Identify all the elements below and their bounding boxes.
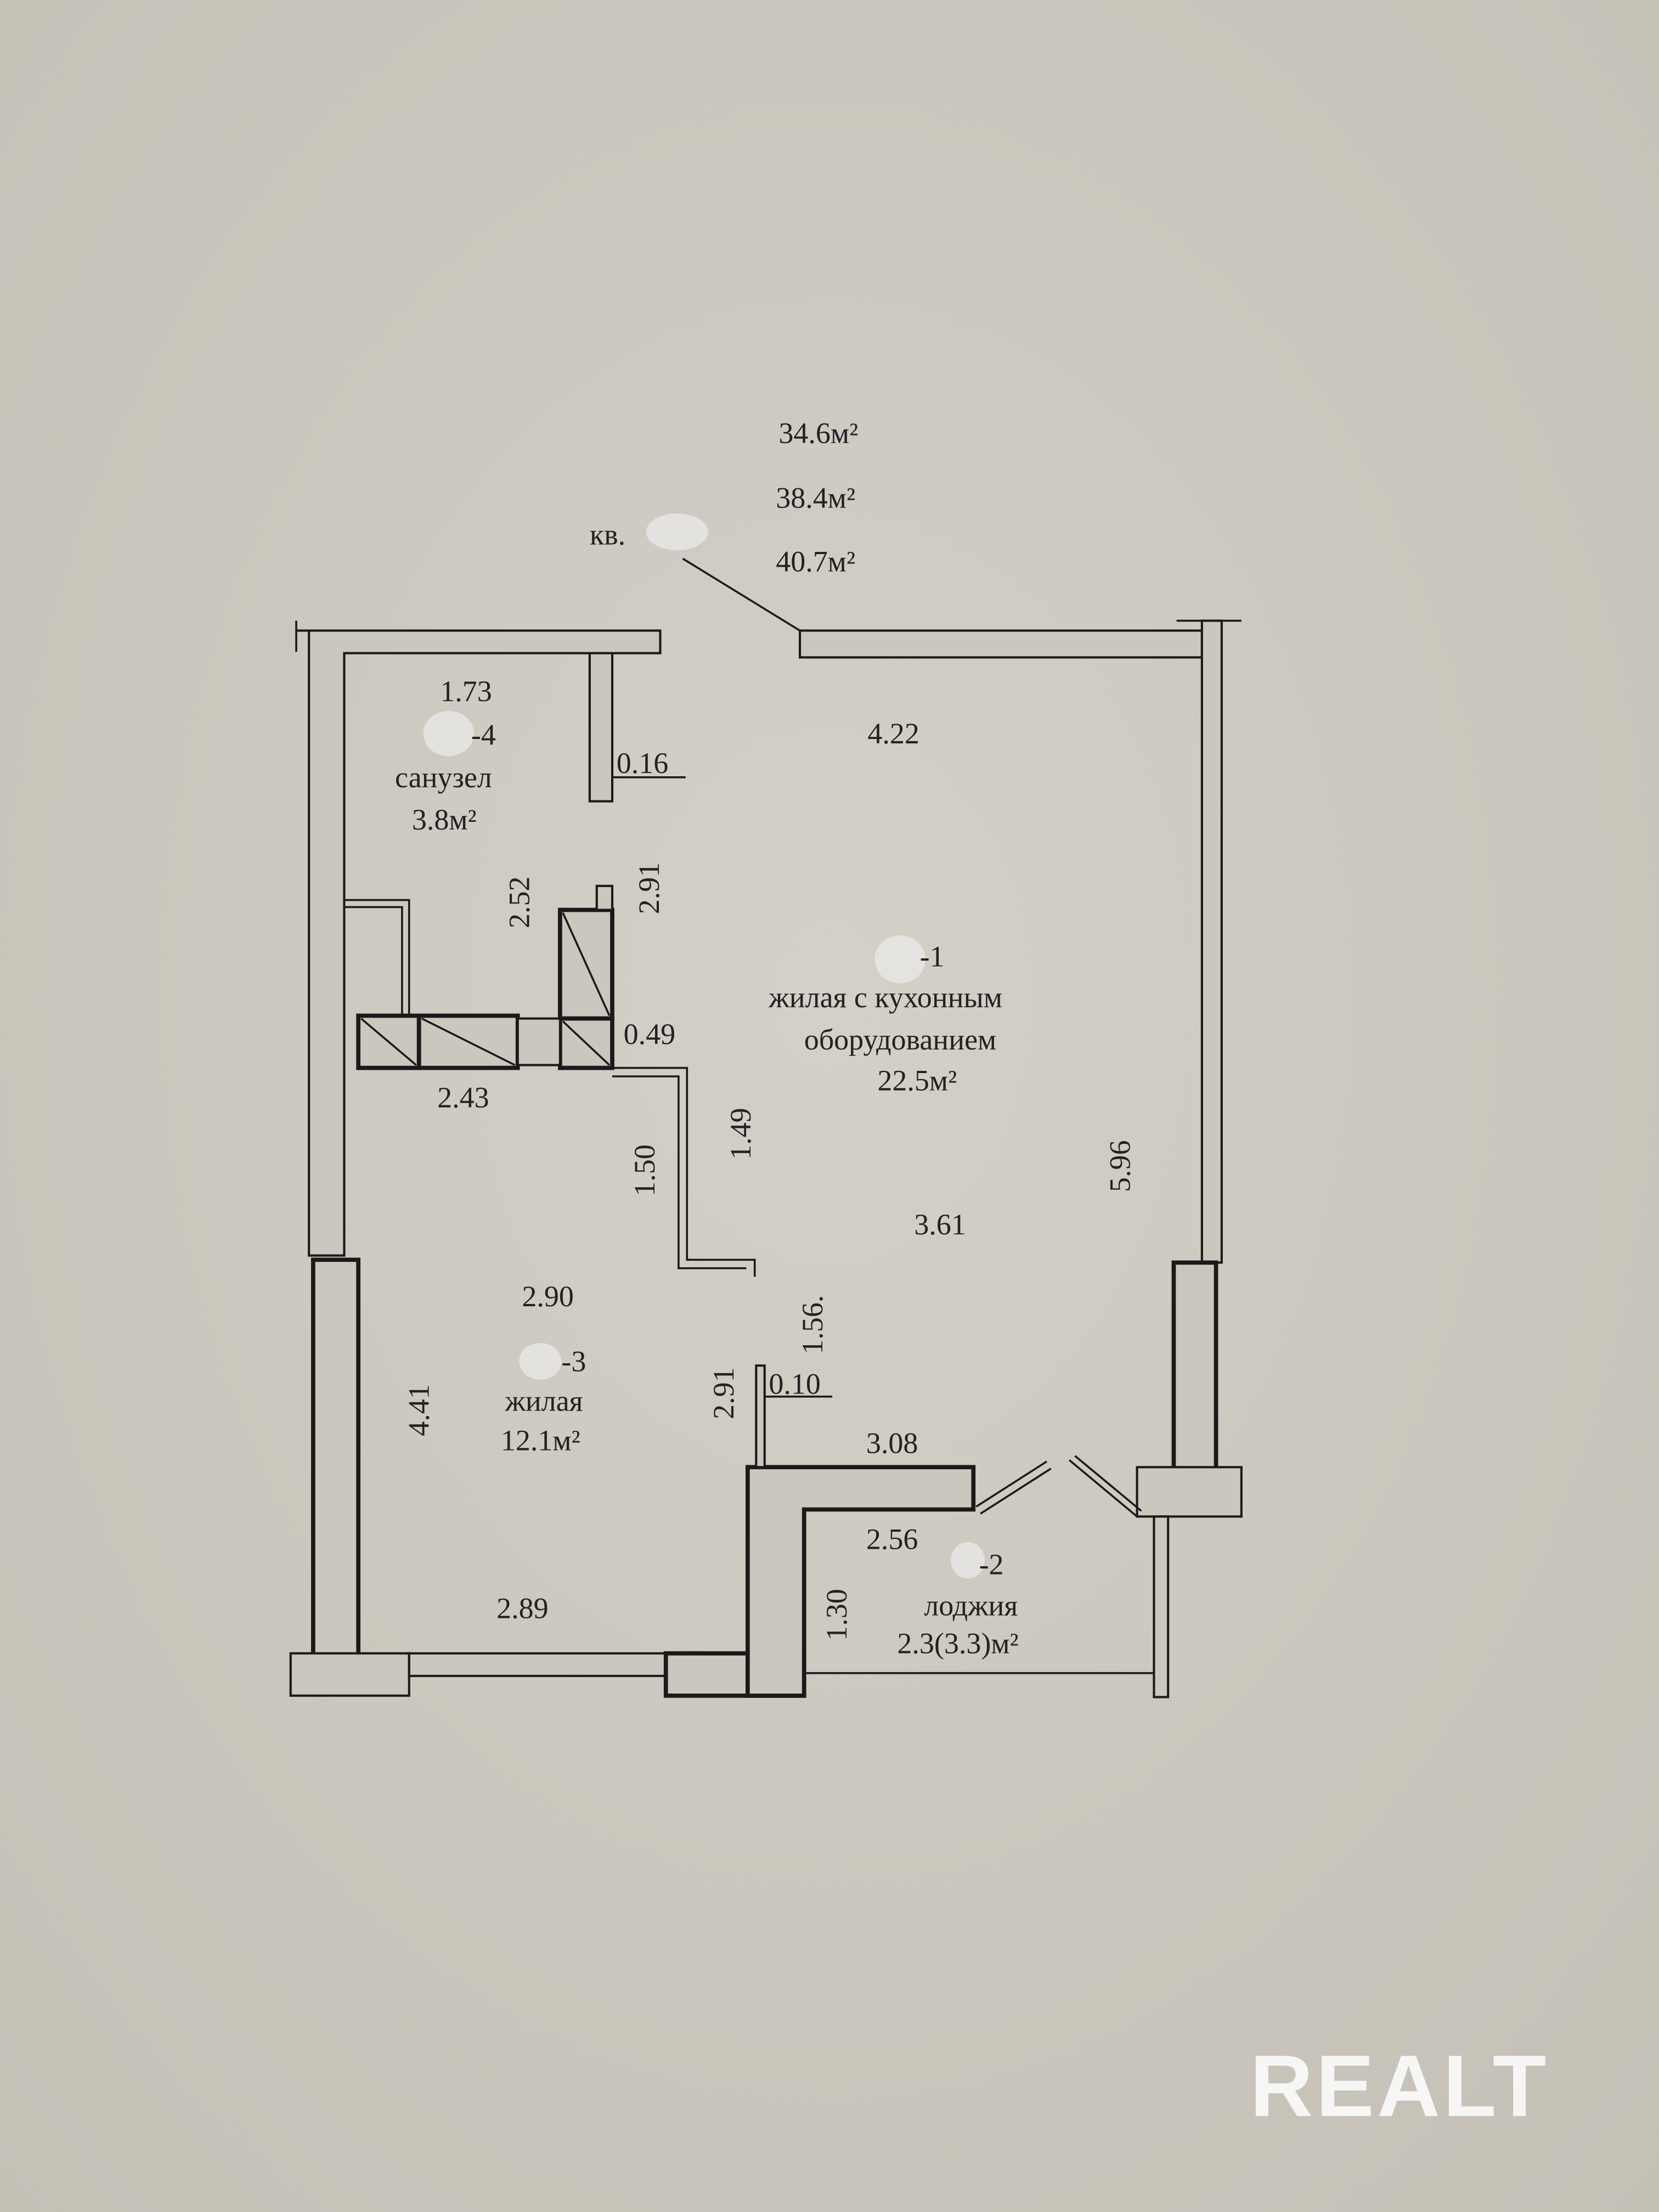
entrance-leader-line bbox=[682, 557, 800, 631]
dimension-2-90: 2.90 bbox=[522, 1280, 574, 1313]
dimension-1-56: 1.56. bbox=[796, 1295, 829, 1355]
dimension-1-49: 1.49 bbox=[724, 1108, 757, 1160]
shaft-hatch bbox=[360, 1018, 417, 1066]
dimension-0-10: 0.10 bbox=[769, 1368, 821, 1401]
dimension-3-08: 3.08 bbox=[866, 1427, 918, 1460]
room-3-name: жилая bbox=[505, 1384, 583, 1417]
bathroom-wall-stub bbox=[588, 652, 614, 803]
dimension-2-89: 2.89 bbox=[496, 1592, 549, 1624]
redacted-room-number bbox=[423, 711, 474, 757]
partition-stub bbox=[755, 1364, 766, 1469]
loggia-door-leaf bbox=[1074, 1455, 1142, 1512]
redacted-room-number bbox=[519, 1343, 562, 1380]
redacted-room-number bbox=[874, 935, 926, 984]
loggia-door-leaf bbox=[975, 1460, 1047, 1508]
dimension-4-41: 4.41 bbox=[403, 1384, 436, 1436]
dimension-2-91-lower: 2.91 bbox=[707, 1367, 740, 1419]
room-3-number: -3 bbox=[561, 1345, 586, 1378]
room-4-name: санузел bbox=[395, 761, 492, 794]
loggia-side-wall bbox=[1153, 1515, 1170, 1699]
room-1-number: -1 bbox=[920, 940, 945, 973]
shaft-cap bbox=[595, 884, 614, 911]
loggia-door-leaf bbox=[1068, 1459, 1138, 1517]
realt-watermark-logo: REALT bbox=[1250, 2037, 1549, 2135]
room-1-name-line1: жилая с кухонным bbox=[768, 981, 1002, 1014]
apartment-label: кв. bbox=[590, 518, 625, 551]
total-area: 38.4м² bbox=[776, 482, 855, 515]
redacted-room-number bbox=[951, 1542, 985, 1579]
dimension-2-43: 2.43 bbox=[437, 1081, 489, 1114]
dimension-1-30: 1.30 bbox=[820, 1589, 853, 1641]
window-bottom bbox=[408, 1652, 667, 1677]
shaft-hatch bbox=[562, 1020, 611, 1066]
dimension-1-50: 1.50 bbox=[628, 1144, 661, 1197]
wall-pier-left bbox=[311, 1257, 360, 1678]
loggia-wall bbox=[746, 1465, 976, 1698]
wall-right bbox=[1200, 619, 1223, 1264]
wall-pier-right-base bbox=[1136, 1466, 1243, 1518]
dimension-5-96: 5.96 bbox=[1104, 1140, 1137, 1192]
dimension-0-49: 0.49 bbox=[624, 1018, 676, 1051]
living-area: 34.6м² bbox=[778, 416, 858, 449]
room-2-name: лоджия bbox=[924, 1589, 1018, 1622]
walls bbox=[289, 619, 1243, 1699]
room-4-area: 3.8м² bbox=[412, 803, 477, 836]
dimension-2-56: 2.56 bbox=[866, 1522, 918, 1555]
dimension-2-52: 2.52 bbox=[503, 877, 535, 929]
shaft-hatch bbox=[421, 1017, 516, 1066]
shaft-gap bbox=[516, 1017, 561, 1066]
shaft-hatch bbox=[562, 912, 611, 1017]
room-1-name-line2: оборудованием bbox=[804, 1023, 997, 1056]
room-2-number: -2 bbox=[979, 1548, 1004, 1581]
room-4-number: -4 bbox=[471, 719, 496, 752]
wall-top-left bbox=[296, 629, 662, 1257]
room-2-area: 2.3(3.3)м² bbox=[897, 1627, 1018, 1660]
dimension-0-16: 0.16 bbox=[617, 747, 669, 780]
dimension-3-61: 3.61 bbox=[914, 1208, 966, 1241]
bathroom-partition bbox=[344, 899, 410, 1016]
room-partition bbox=[612, 1066, 756, 1277]
room-3-area: 12.1м² bbox=[501, 1424, 580, 1457]
dimension-1-73: 1.73 bbox=[440, 675, 492, 708]
wall-corner-left bbox=[289, 1652, 410, 1697]
dimension-4-22: 4.22 bbox=[867, 717, 919, 750]
loggia-door-leaf bbox=[980, 1468, 1052, 1515]
total-with-loggia-area: 40.7м² bbox=[776, 545, 855, 578]
dimension-2-91-upper: 2.91 bbox=[633, 862, 665, 915]
wall-top-right bbox=[798, 629, 1203, 659]
redacted-apartment-number bbox=[646, 514, 708, 550]
room-1-area: 22.5м² bbox=[877, 1064, 957, 1097]
